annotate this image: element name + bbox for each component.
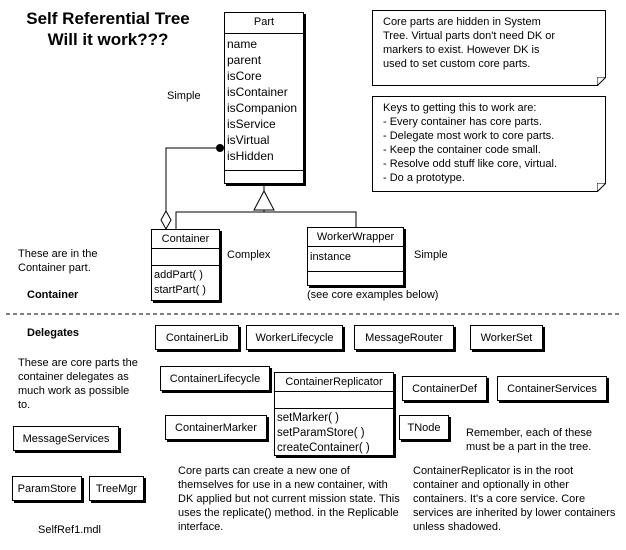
note-fold-corner — [597, 183, 606, 192]
note-keys-line-3: - Delegate most work to core parts. — [383, 130, 555, 142]
note-keys-line-6: - Do a prototype. — [383, 172, 465, 184]
op-add-part: addPart( ) — [154, 269, 203, 281]
attr-isvirtual: isVirtual — [227, 133, 270, 147]
op-create-container: createContainer( ) — [277, 442, 370, 454]
note-keys-line-1: Keys to getting this to work are: — [383, 102, 537, 114]
attr-parent: parent — [227, 53, 262, 67]
part-class-name: Part — [253, 16, 275, 28]
attr-iscompanion: isCompanion — [227, 101, 298, 115]
label-simple-right: Simple — [414, 249, 448, 261]
label-container-heading: Container — [27, 289, 79, 301]
attr-ishidden: isHidden — [227, 149, 274, 163]
attr-instance: instance — [310, 251, 351, 263]
label-core-examples: (see core examples below) — [307, 289, 439, 301]
class-container-def[interactable]: ContainerDef — [402, 376, 487, 401]
attr-isservice: isService — [227, 117, 276, 131]
op-start-part: startPart( ) — [154, 284, 206, 296]
note-hidden-line-3: markers to exist. However DK is — [383, 44, 540, 56]
container-class-name: Container — [161, 233, 210, 245]
note-keys-line-4: - Keep the container code small. — [383, 144, 541, 156]
attr-iscore: isCore — [227, 69, 262, 83]
note-fold-corner — [597, 77, 606, 86]
container-replicator-operations: setMarker( ) setParamStore( ) createCont… — [275, 408, 393, 456]
label-delegates-heading: Delegates — [27, 327, 79, 339]
attr-name: name — [227, 37, 258, 51]
label-remember: Remember, each of these must be a part i… — [466, 427, 592, 453]
note-hidden-line-1: Core parts are hidden in System — [383, 16, 541, 28]
label-delegates-desc: These are core parts the container deleg… — [18, 357, 138, 411]
class-tnode[interactable]: TNode — [399, 415, 449, 440]
class-container-marker[interactable]: ContainerMarker — [165, 415, 267, 440]
worker-wrapper-class[interactable]: WorkerWrapper instance — [307, 227, 404, 286]
label-complex: Complex — [227, 249, 271, 261]
container-replicator-class-name: ContainerReplicator — [285, 376, 383, 388]
part-attributes: name parent isCore isContainer isCompani… — [225, 33, 303, 170]
composition-dot — [216, 144, 224, 152]
op-set-marker: setMarker( ) — [277, 412, 339, 424]
label-replicator-desc: ContainerReplicator is in the root conta… — [413, 465, 616, 533]
page-title: Self Referential Tree Will it work??? — [8, 8, 208, 50]
note-hidden-line-4: used to set custom core parts. — [383, 58, 531, 70]
composition-line — [165, 147, 224, 212]
note-keys-line-5: - Resolve odd stuff like core, virtual. — [383, 158, 558, 170]
title-line-1: Self Referential Tree — [26, 9, 190, 28]
inheritance-branch — [175, 211, 357, 229]
note-hidden-line-2: Tree. Virtual parts don't need DK or — [383, 30, 556, 42]
class-container-lifecycle[interactable]: ContainerLifecycle — [160, 366, 270, 391]
class-worker-lifecycle[interactable]: WorkerLifecycle — [246, 325, 343, 350]
container-attributes — [152, 248, 219, 265]
label-replicate-desc: Core parts can create a new one of thems… — [178, 465, 400, 533]
label-simple-top: Simple — [167, 90, 201, 102]
worker-wrapper-operations — [308, 271, 403, 272]
note-keys-line-2: - Every container has core parts. — [383, 116, 542, 128]
worker-wrapper-class-name: WorkerWrapper — [316, 231, 395, 243]
worker-wrapper-attributes: instance — [308, 246, 403, 271]
container-replicator-attributes — [275, 391, 393, 408]
title-line-2: Will it work??? — [47, 30, 169, 49]
container-class[interactable]: Container addPart( ) startPart( ) — [151, 229, 220, 301]
note-hidden-parts[interactable]: Core parts are hidden in System Tree. Vi… — [372, 10, 606, 86]
class-container-lib[interactable]: ContainerLib — [155, 325, 239, 350]
label-filename: SelfRef1.mdl — [38, 524, 101, 536]
class-worker-set[interactable]: WorkerSet — [470, 325, 543, 350]
container-replicator-class[interactable]: ContainerReplicator setMarker( ) setPara… — [274, 372, 394, 456]
inheritance-triangle — [253, 189, 275, 211]
op-set-param-store: setParamStore( ) — [277, 427, 365, 439]
class-message-services[interactable]: MessageServices — [13, 426, 119, 451]
class-message-router[interactable]: MessageRouter — [354, 325, 454, 350]
class-container-services[interactable]: ContainerServices — [497, 376, 607, 401]
aggregation-diamond — [160, 209, 172, 231]
note-keys[interactable]: Keys to getting this to work are: - Ever… — [372, 96, 606, 192]
class-tree-mgr[interactable]: TreeMgr — [89, 476, 144, 501]
label-in-container: These are in the Container part. — [18, 248, 98, 274]
class-param-store[interactable]: ParamStore — [12, 476, 82, 501]
container-operations: addPart( ) startPart( ) — [152, 265, 219, 298]
part-operations — [225, 170, 303, 187]
part-class[interactable]: Part name parent isCore isContainer isCo… — [224, 12, 304, 184]
attr-iscontainer: isContainer — [227, 85, 288, 99]
